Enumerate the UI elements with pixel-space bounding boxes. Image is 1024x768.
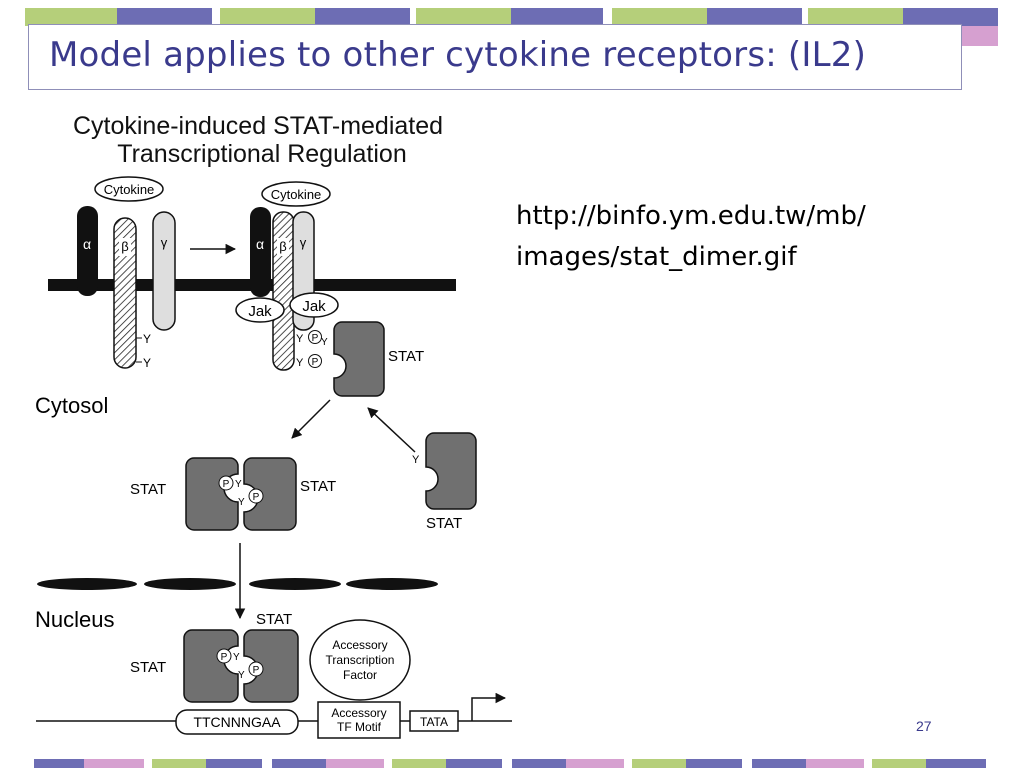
tata-box: [409, 710, 459, 732]
title-box: Model applies to other cytokine receptor…: [28, 24, 962, 90]
accessory-motif-line1: Accessory: [331, 706, 386, 720]
gamma-label-right: γ: [300, 235, 307, 250]
alpha-chain-right: [250, 207, 271, 297]
tyrosine-cyto-1: Y: [235, 479, 242, 490]
stat-free: [425, 432, 477, 510]
accessory-motif-box: [317, 701, 401, 739]
stat-diagram: Cytokine-induced STAT-mediated Transcrip…: [35, 112, 512, 739]
jak-right: [289, 292, 339, 318]
source-url: http://binfo.ym.edu.tw/mb/ images/stat_d…: [516, 196, 866, 278]
nuclear-membrane-4: [346, 578, 438, 590]
cytosol-label: Cytosol: [35, 393, 108, 418]
nuclear-membrane-2: [144, 578, 236, 590]
tyrosine-docking: Y: [321, 337, 328, 348]
gamma-chain-left: [152, 211, 176, 331]
tata-label: TATA: [420, 715, 448, 729]
phospho-right-1: [308, 330, 322, 344]
tyrosine-left-2: Y: [143, 356, 151, 370]
beta-label-right: β: [279, 239, 286, 254]
tyrosine-left-1: Y: [143, 332, 151, 346]
jak-label-right: Jak: [302, 298, 326, 315]
nuclear-membrane-3: [249, 578, 341, 590]
stat-dimer-nuc-left: [183, 629, 239, 703]
accessory-transcription-factor: [309, 619, 411, 701]
release-arrow: [291, 399, 331, 439]
tyrosine-free: Y: [412, 454, 420, 466]
cytokine-label-left: Cytokine: [104, 182, 155, 197]
cytokine-label-right: Cytokine: [271, 187, 322, 202]
slide-title: Model applies to other cytokine receptor…: [49, 35, 867, 75]
recruit-arrow: [367, 407, 416, 453]
jak-label-left: Jak: [248, 303, 272, 320]
stat-label-cyto-left: STAT: [130, 481, 166, 498]
phospho-label-nuc-1: P: [221, 652, 228, 663]
gas-motif-box: [175, 709, 299, 735]
tyrosine-nuc-2: Y: [238, 670, 245, 681]
nuclear-membrane-1: [37, 578, 137, 590]
alpha-label-left: α: [83, 236, 91, 252]
stat-label-docking: STAT: [388, 348, 424, 365]
tyrosine-nuc-1: Y: [233, 652, 240, 663]
phospho-label-cyto-2: P: [253, 492, 260, 503]
stat-dimer-cyto-left: [185, 457, 239, 531]
stat-dimer-cyto-right: [243, 457, 297, 531]
gamma-label-left: γ: [161, 235, 168, 250]
phospho-cyto-2: [248, 488, 264, 504]
stat-label-free: STAT: [426, 515, 462, 532]
diagram-heading-line2: Transcriptional Regulation: [117, 140, 407, 168]
cytokine-bubble-left: [94, 176, 164, 202]
source-url-line2: images/stat_dimer.gif: [516, 242, 797, 272]
top-color-band: [0, 8, 1024, 26]
alpha-label-right: α: [256, 236, 264, 252]
phospho-nuc-2: [248, 661, 264, 677]
phospho-label-right-2: P: [312, 357, 319, 368]
nucleus-label: Nucleus: [35, 607, 114, 632]
phospho-cyto-1: [218, 475, 234, 491]
accessory-factor-line2: Transcription: [326, 653, 395, 667]
diagram-heading-line1: Cytokine-induced STAT-mediated: [73, 112, 443, 140]
source-url-line1: http://binfo.ym.edu.tw/mb/: [516, 201, 866, 231]
bottom-color-band: [0, 759, 1024, 768]
phospho-right-2: [308, 354, 322, 368]
stat-label-nuc-left: STAT: [130, 659, 166, 676]
phospho-label-nuc-2: P: [253, 665, 260, 676]
stat-label-cyto-right: STAT: [300, 478, 336, 495]
accessory-factor-line1: Accessory: [332, 638, 387, 652]
transcription-start-arrow: [471, 692, 507, 721]
stat-label-nuc-top: STAT: [256, 611, 292, 628]
tyrosine-right-1: Y: [296, 333, 304, 345]
tyrosine-right-2: Y: [296, 357, 304, 369]
accessory-factor-line3: Factor: [343, 668, 377, 682]
phospho-label-cyto-1: P: [223, 479, 230, 490]
gas-motif-sequence: TTCNNNGAA: [193, 714, 281, 730]
stat-dimer-nuc-right: [243, 629, 299, 703]
beta-label-left: β: [121, 239, 128, 254]
page-number: 27: [916, 718, 932, 734]
tyrosine-cyto-2: Y: [238, 497, 245, 508]
corner-accent: [962, 26, 998, 46]
stat-docking: [333, 321, 385, 397]
accessory-motif-line2: TF Motif: [337, 720, 382, 734]
beta-chain-right: [272, 211, 295, 371]
jak-left: [235, 297, 285, 323]
phospho-nuc-1: [216, 648, 232, 664]
alpha-chain-left: [77, 206, 98, 296]
cytokine-bubble-right: [261, 181, 331, 207]
phospho-label-right-1: P: [312, 333, 319, 344]
